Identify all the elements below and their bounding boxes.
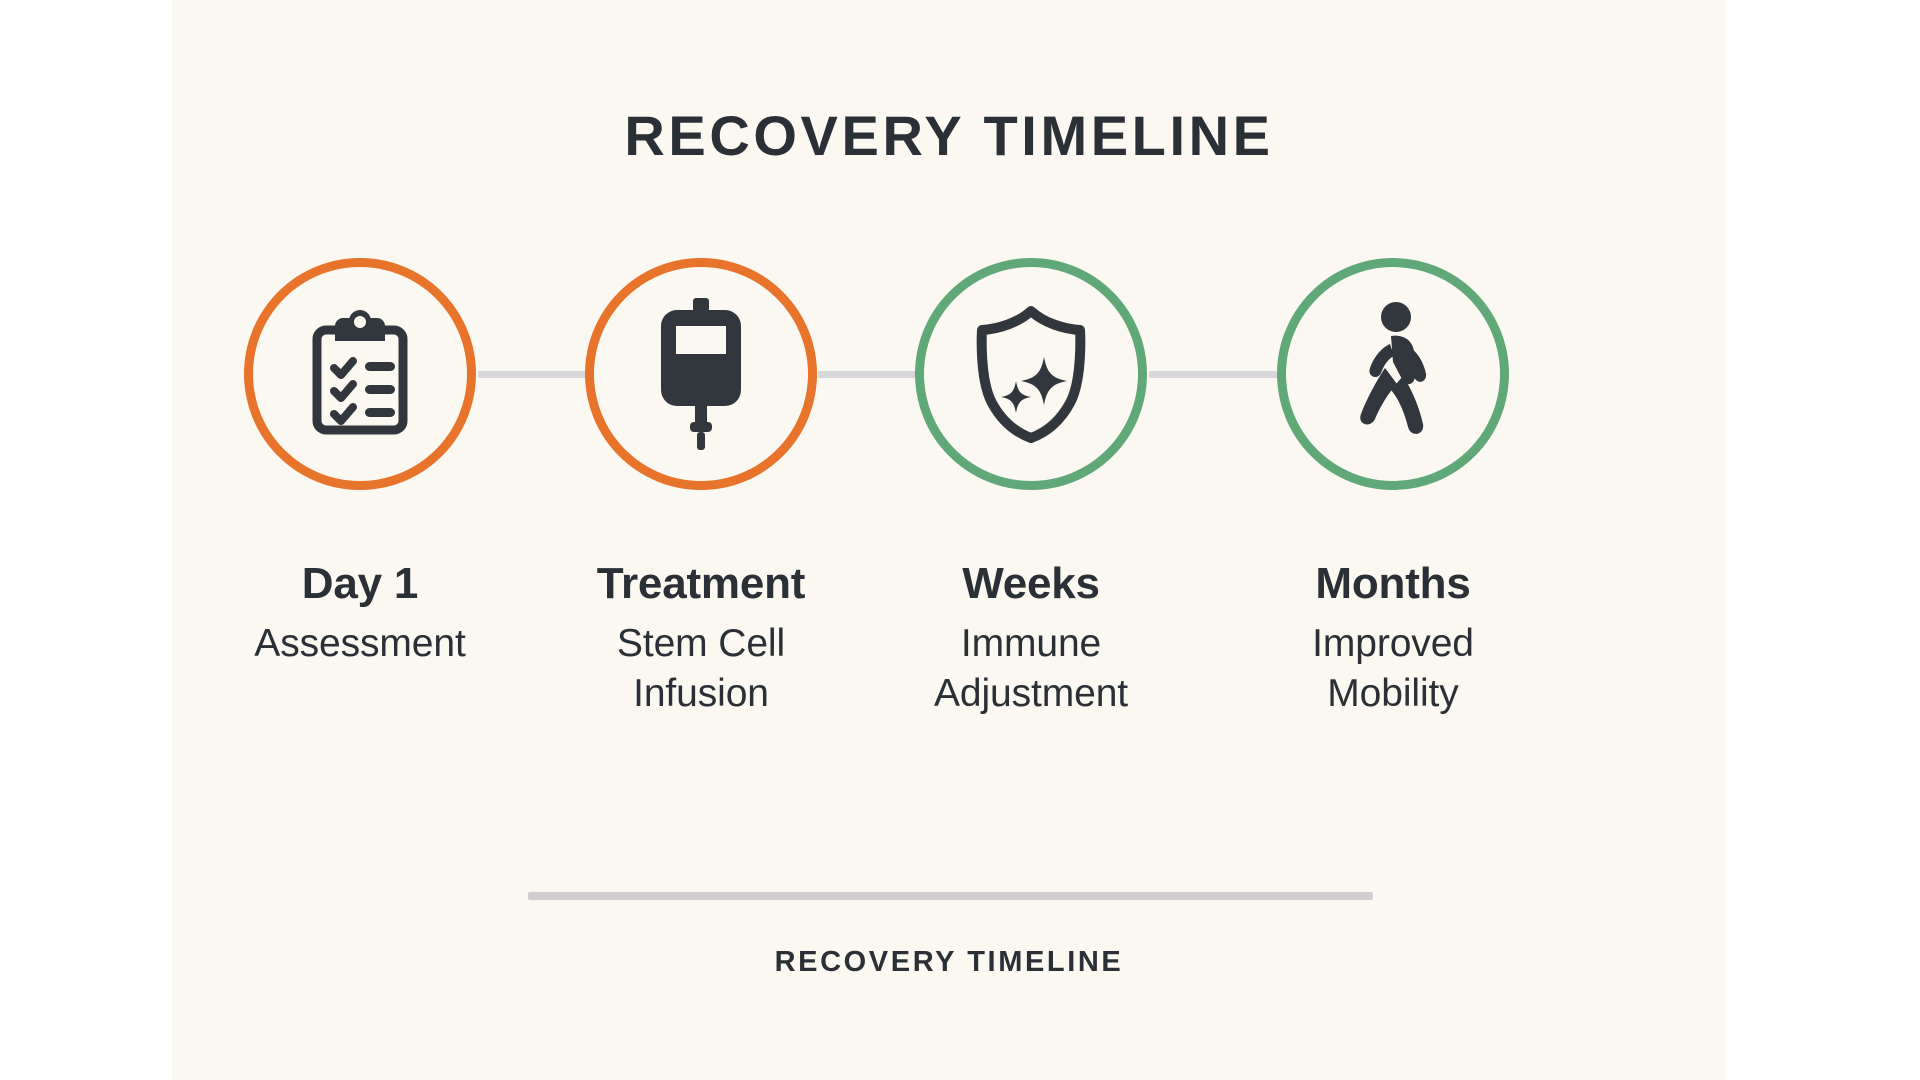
timeline-label-treatment: Treatment Stem Cell Infusion bbox=[535, 559, 867, 719]
timeline-label-weeks: Weeks Immune Adjustment bbox=[865, 559, 1197, 719]
step-subtitle: Stem Cell Infusion bbox=[616, 621, 786, 715]
step-title: Months bbox=[1315, 559, 1471, 608]
step-subtitle: Improved Mobility bbox=[1312, 621, 1474, 715]
step-subtitle: Assessment bbox=[254, 621, 466, 665]
timeline-label-day-1: Day 1 Assessment bbox=[194, 559, 526, 669]
shield-sparkle-icon bbox=[968, 305, 1094, 443]
page-title: RECOVERY TIMELINE bbox=[624, 104, 1274, 167]
footer-divider bbox=[528, 892, 1373, 900]
step-title: Weeks bbox=[962, 559, 1100, 608]
timeline-label-months: Months Improved Mobility bbox=[1227, 559, 1559, 719]
step-connector-3 bbox=[1149, 371, 1277, 378]
timeline-step-circle-weeks[interactable] bbox=[915, 258, 1147, 490]
content-panel bbox=[172, 0, 1726, 1080]
iv-bag-icon bbox=[649, 298, 753, 450]
step-subtitle: Immune Adjustment bbox=[933, 621, 1129, 715]
walking-person-icon bbox=[1341, 302, 1445, 446]
clipboard-checklist-icon bbox=[301, 310, 419, 438]
step-title: Day 1 bbox=[301, 559, 419, 608]
timeline-step-circle-months[interactable] bbox=[1277, 258, 1509, 490]
footer-caption: RECOVERY TIMELINE bbox=[774, 946, 1124, 978]
step-title: Treatment bbox=[596, 559, 806, 608]
timeline-labels-row: Day 1 Assessment Treatment Stem Cell Inf… bbox=[172, 559, 1726, 762]
step-connector-1 bbox=[478, 371, 586, 378]
timeline-step-circle-day-1[interactable] bbox=[244, 258, 476, 490]
timeline-step-circle-treatment[interactable] bbox=[585, 258, 817, 490]
step-connector-2 bbox=[818, 371, 916, 378]
timeline-steps-row bbox=[172, 258, 1726, 518]
